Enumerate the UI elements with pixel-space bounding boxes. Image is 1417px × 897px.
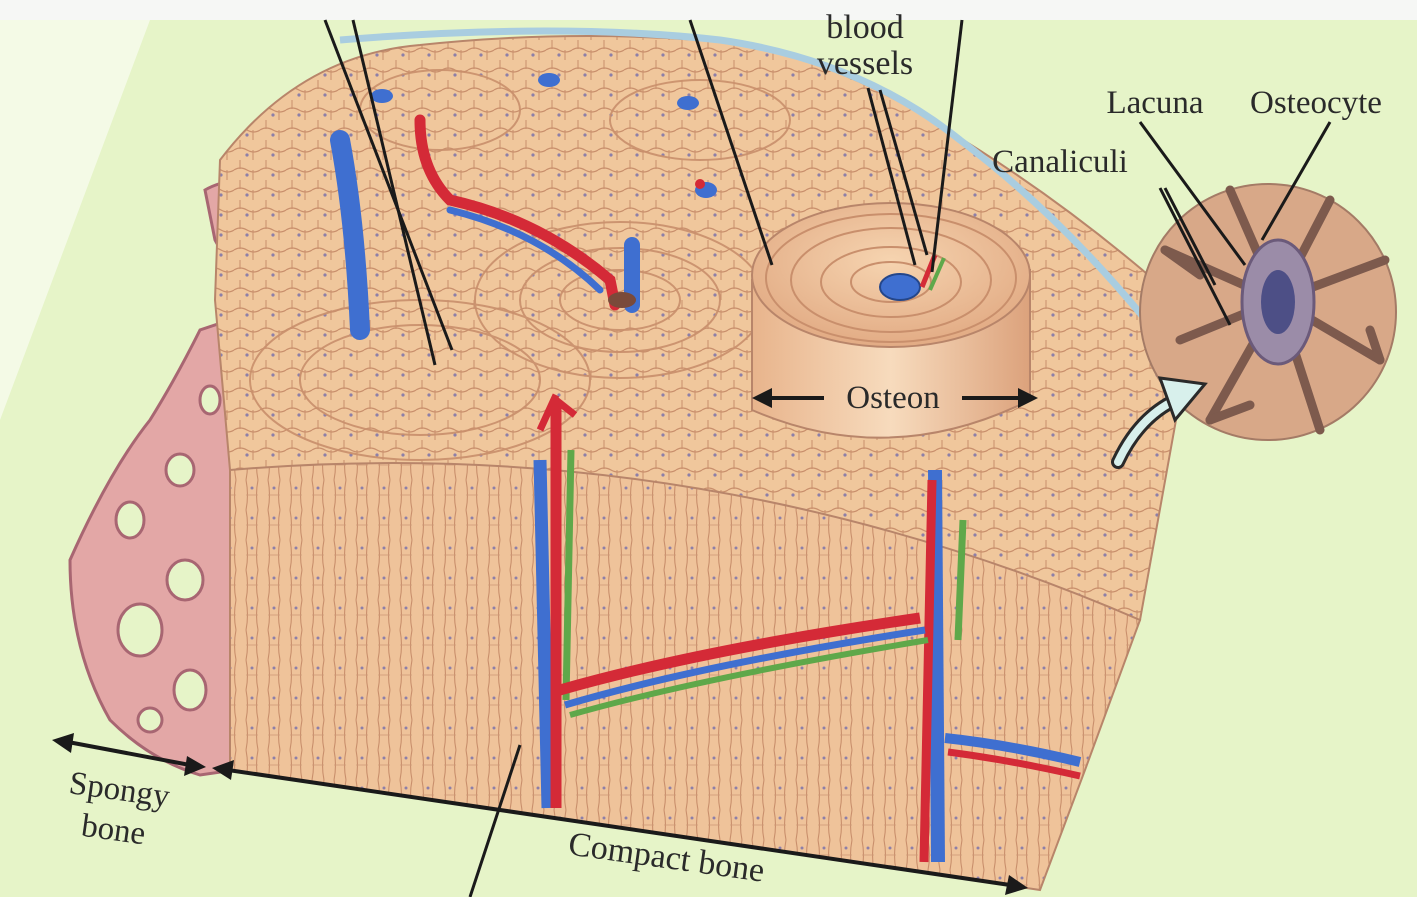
label-osteocyte: Osteocyte bbox=[1250, 85, 1382, 121]
label-lacuna: Lacuna bbox=[1106, 85, 1203, 121]
label-blood-vessels-line1: blood bbox=[826, 9, 903, 46]
label-blood-vessels-line2: vessels bbox=[817, 45, 913, 82]
label-canaliculi: Canaliculi bbox=[992, 144, 1128, 180]
label-osteon: Osteon bbox=[846, 380, 940, 416]
